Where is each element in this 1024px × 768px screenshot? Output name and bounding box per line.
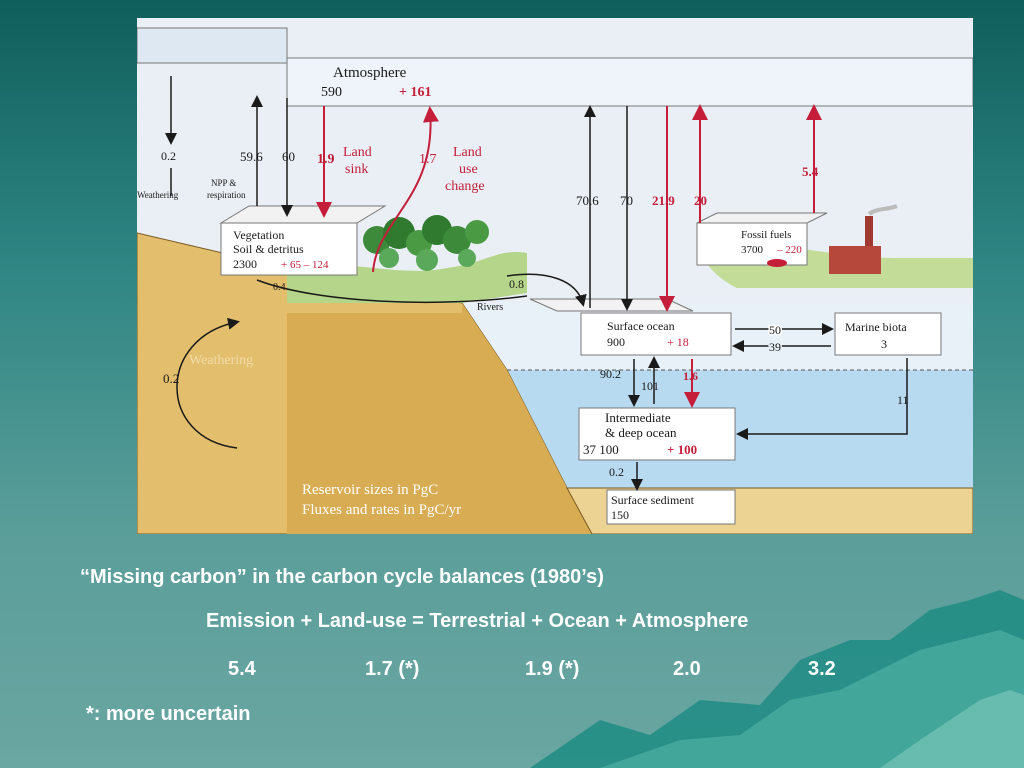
surface-ocean-box [580,312,732,356]
value-emission: 5.4 [228,658,256,680]
value-ocean: 2.0 [673,658,701,680]
sediment-label: Surface sediment [611,493,695,507]
fossil-fuels-value: 3700 [741,244,764,256]
atmosphere-label: Atmosphere [333,65,407,81]
equation: Emission + Land-use = Terrestrial + Ocea… [206,610,749,632]
flux-ocean-down: 70 [620,193,633,208]
flux-mixing-up: 101 [641,379,659,393]
deep-ocean-line1: Intermediate [605,410,671,425]
vegetation-line2: Soil & detritus [233,242,304,256]
flux-biota-in: 39 [769,340,781,354]
marine-biota-value: 3 [881,337,887,351]
sediment-box [606,489,736,525]
flux-mixing-red: 1.6 [683,369,698,383]
surface-ocean-box-top [529,298,694,312]
caption: “Missing carbon” in the carbon cycle bal… [80,566,604,588]
vegetation-box [220,222,358,276]
vegetation-box-top [219,205,387,224]
land-sink-label-2: sink [345,162,368,177]
atmosphere-value: 590 [321,85,342,100]
ocean-deep-water [507,370,973,488]
value-atmosphere: 3.2 [808,658,836,680]
marine-biota-box [834,312,942,356]
flux-ocean-red-down: 21.9 [652,193,675,208]
arrow-rivers [506,273,587,307]
marine-biota-label: Marine biota [845,320,907,334]
carbon-cycle-diagram: Atmosphere 590 + 161 Vegetation [137,18,973,534]
flux-rivers: 0.8 [509,277,524,291]
fossil-box-top [696,212,828,224]
arrow-land-use [372,106,439,273]
footnote: *: more uncertain [86,703,251,725]
value-land-use: 1.7 (*) [365,658,420,680]
weathering-rock-label: Weathering [189,353,253,368]
land-use-label-3: change [445,179,485,194]
land-use-label-2: use [459,162,478,177]
atmosphere-box-top [137,27,288,64]
flux-mixing-down: 90.2 [600,367,621,381]
land-front-face [287,303,592,534]
atmosphere-box [286,57,973,107]
vegetation-line1: Vegetation [233,228,284,242]
fossil-fuels-label: Fossil fuels [741,229,791,241]
flux-weathering-rock: 0.2 [163,371,179,386]
arrow-biota-sink [736,358,908,440]
flux-fossil: 5.4 [802,164,819,179]
vegetation-change: + 65 – 124 [281,259,329,271]
value-terrestrial: 1.9 (*) [525,658,580,680]
flux-sediment: 0.2 [609,465,624,479]
flux-soil: 0.4 [273,282,286,293]
flux-land-sink: 1.9 [317,152,335,167]
flux-biota-sink: 11 [897,393,909,407]
land-use-label-1: Land [453,145,482,160]
flux-land-use: 1.7 [419,152,437,167]
flux-respiration: 60 [282,149,295,164]
flux-ocean-up: 70.6 [576,193,599,208]
atmosphere-change: + 161 [399,85,431,100]
fossil-fuels-box [696,222,808,266]
vegetation-value: 2300 [233,257,257,271]
fossil-fuels-change: – 220 [776,244,802,256]
npp-label-2: respiration [207,190,246,200]
deep-ocean-box [578,407,736,461]
legend-line1: Reservoir sizes in PgC [302,482,438,498]
flux-weathering-up: 0.2 [161,149,176,163]
deep-ocean-change: + 100 [667,442,697,457]
land-sink-label-1: Land [343,145,372,160]
surface-ocean-change: + 18 [667,335,689,349]
deep-ocean-value: 37 100 [583,442,619,457]
arrow-weathering-rock [176,317,240,449]
flux-biota-out: 50 [769,323,781,337]
rivers-label: Rivers [477,302,503,313]
surface-ocean-label: Surface ocean [607,319,675,333]
flux-weathering-label: Weathering [137,190,179,200]
surface-ocean-value: 900 [607,335,625,349]
npp-label-1: NPP & [211,178,236,188]
factory-icon [829,204,898,274]
flux-ocean-red-up: 20 [694,193,707,208]
flux-npp: 59.6 [240,149,263,164]
deep-ocean-line2: & deep ocean [605,425,677,440]
legend-line2: Fluxes and rates in PgC/yr [302,502,461,518]
sediment-value: 150 [611,508,629,522]
